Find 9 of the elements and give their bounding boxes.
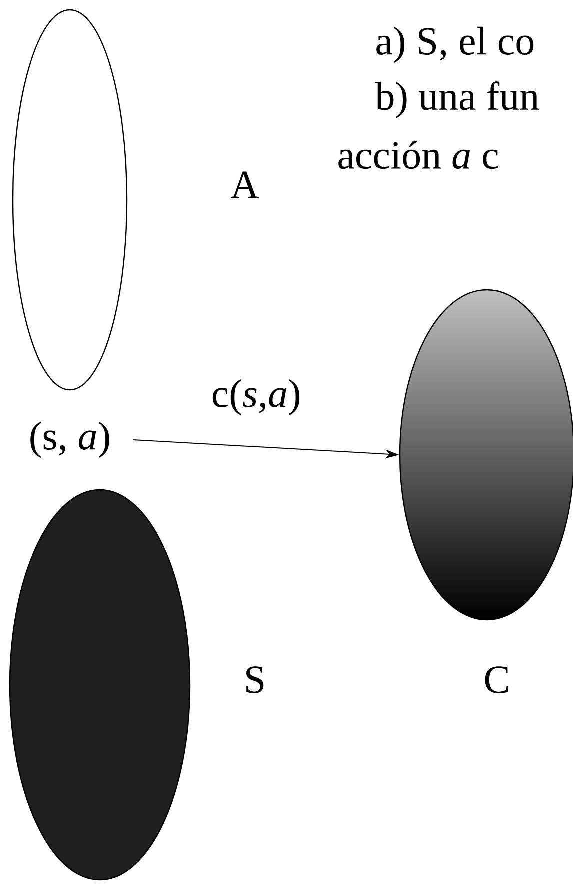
set-letter: C [485, 666, 508, 694]
set-letter: A [230, 172, 260, 198]
edge-label: c(s,a) [212, 379, 300, 416]
set-letter: S [246, 666, 264, 694]
ellipse-shape [9, 489, 191, 881]
text-line: b) una fun [375, 82, 539, 118]
pair-label: (s, a) [30, 422, 110, 458]
ellipse-shape [12, 9, 128, 391]
text-line: a) S, el co [376, 26, 534, 64]
